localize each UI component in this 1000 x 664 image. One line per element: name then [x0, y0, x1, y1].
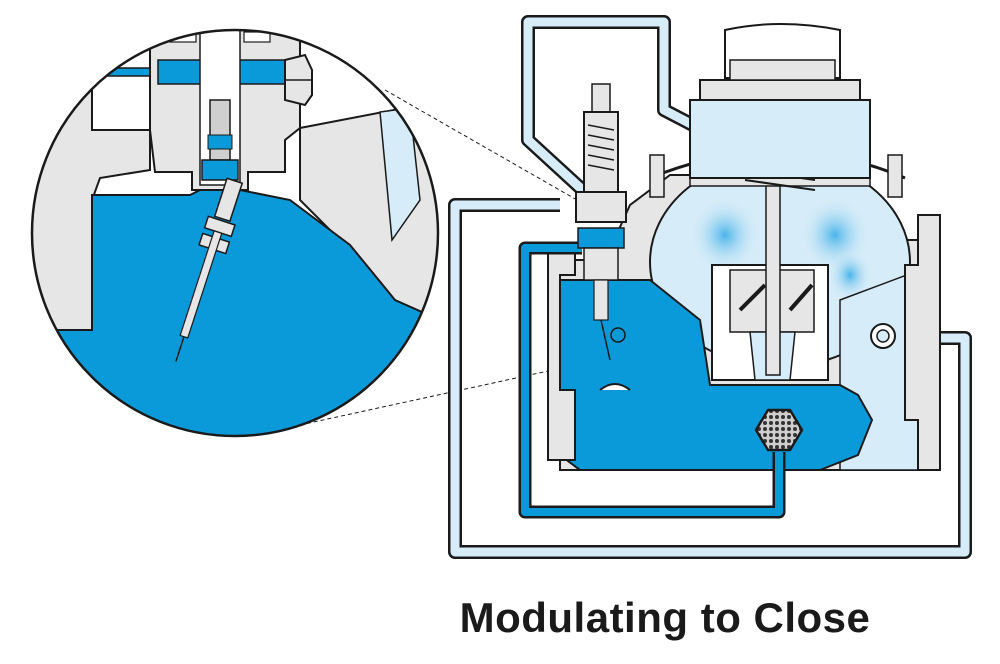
pilot-valve — [575, 83, 627, 361]
strainer-nut — [754, 408, 804, 452]
magnified-detail — [30, 28, 440, 438]
diagram-caption: Modulating to Close — [459, 594, 871, 641]
main-valve-body — [547, 23, 941, 471]
